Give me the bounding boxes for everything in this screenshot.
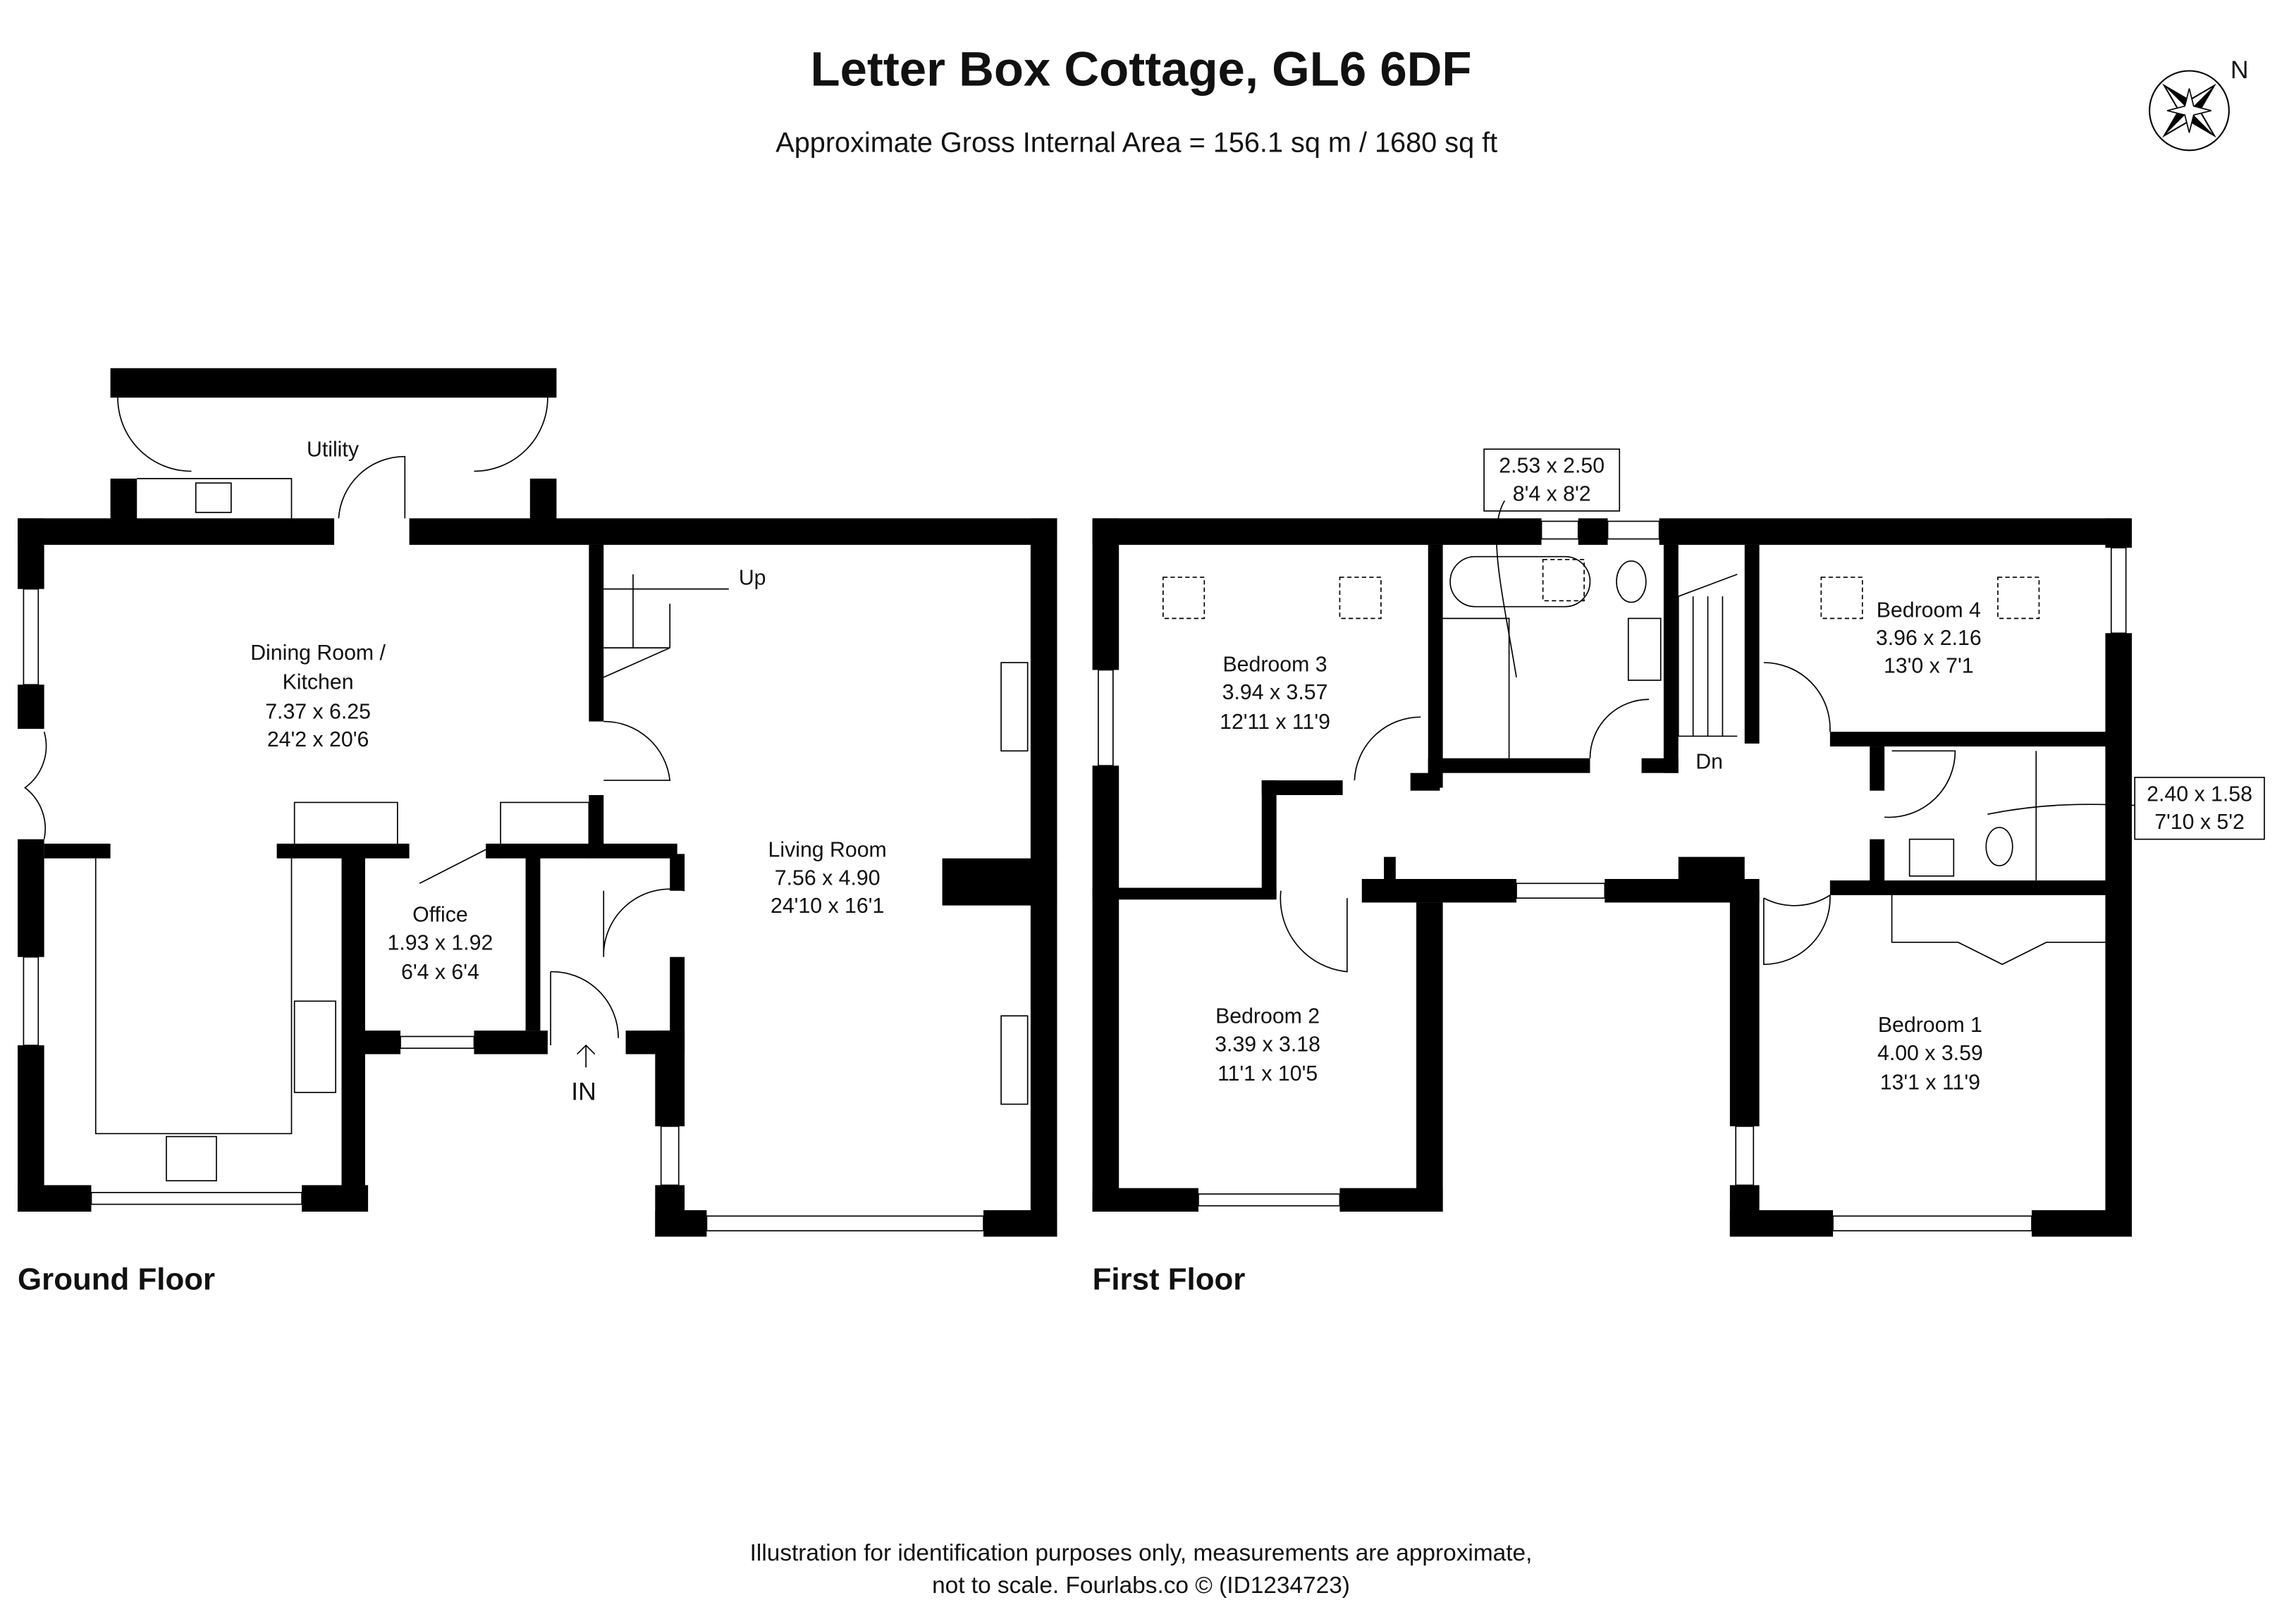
disclaimer-line-1: Illustration for identification purposes… — [750, 1540, 1533, 1566]
first-floor-fixtures — [1162, 448, 2265, 973]
bedroom3-imperial: 12'11 x 11'9 — [1220, 710, 1330, 734]
basin-icon — [1627, 617, 1662, 681]
skylight-icon — [1542, 559, 1585, 602]
utility-label: Utility — [307, 438, 360, 462]
first-floor-label: First Floor — [1093, 1262, 1246, 1297]
entrance-label: IN — [571, 1077, 596, 1105]
bathroom-imperial: 8'4 x 8'2 — [1513, 482, 1591, 505]
dining-room-imperial: 24'2 x 20'6 — [267, 728, 369, 751]
compass-icon: N — [2149, 56, 2249, 152]
ensuite-basin-icon — [1908, 838, 1955, 877]
dining-room-name-2: Kitchen — [283, 671, 354, 694]
bathroom-metric: 2.53 x 2.50 — [1499, 455, 1605, 478]
skylight-icon — [1820, 577, 1863, 620]
ensuite-toilet-icon — [1985, 827, 2013, 867]
toilet-icon — [1616, 560, 1647, 603]
ground-floor-label: Ground Floor — [18, 1262, 215, 1297]
office-metric: 1.93 x 1.92 — [388, 931, 493, 954]
bedroom4-metric: 3.96 x 2.16 — [1876, 627, 1982, 650]
living-room-name: Living Room — [768, 839, 887, 862]
page-title: Letter Box Cottage, GL6 6DF — [810, 42, 1471, 96]
bedroom1-metric: 4.00 x 3.59 — [1877, 1042, 1983, 1065]
ground-floor-walls — [18, 368, 1057, 1237]
ensuite-imperial: 7'10 x 5'2 — [2154, 811, 2245, 834]
disclaimer-line-2: not to scale. Fourlabs.co © (ID1234723) — [932, 1573, 1350, 1599]
living-room-imperial: 24'10 x 16'1 — [771, 894, 884, 918]
skylight-icon — [1997, 577, 2040, 620]
bath-icon — [1449, 555, 1591, 608]
area-subtitle: Approximate Gross Internal Area = 156.1 … — [775, 127, 1497, 158]
skylight-icon — [1339, 577, 1382, 620]
ground-floor-fixtures — [24, 398, 729, 1181]
hob-icon — [293, 1000, 336, 1093]
first-floor-walls — [1092, 518, 2132, 1237]
bedroom2-name: Bedroom 2 — [1215, 1005, 1320, 1028]
bedroom4-imperial: 13'0 x 7'1 — [1884, 655, 1974, 678]
stairs-up-label: Up — [739, 566, 766, 589]
entrance-arrow-icon — [577, 1044, 596, 1068]
office-imperial: 6'4 x 6'4 — [401, 961, 479, 984]
ensuite-metric: 2.40 x 1.58 — [2147, 782, 2252, 806]
bathroom-pointer-arrow — [1496, 500, 1517, 678]
living-room-metric: 7.56 x 4.90 — [775, 866, 881, 890]
stairs-down-label: Dn — [1695, 750, 1723, 773]
bedroom2-imperial: 11'1 x 10'5 — [1217, 1062, 1318, 1085]
utility-sink-icon — [195, 482, 232, 513]
bedroom1-name: Bedroom 1 — [1878, 1014, 1982, 1037]
bedroom1-imperial: 13'1 x 11'9 — [1880, 1071, 1980, 1095]
ensuite-pointer-arrow — [1987, 804, 2135, 815]
bedroom2-metric: 3.39 x 3.18 — [1215, 1033, 1320, 1056]
office-name: Office — [412, 904, 468, 927]
bedroom4-name: Bedroom 4 — [1877, 598, 1981, 622]
dining-room-name-1: Dining Room / — [250, 641, 386, 665]
skylight-icon — [1162, 577, 1206, 620]
bedroom3-metric: 3.94 x 3.57 — [1222, 681, 1328, 704]
compass-north-label: N — [2231, 56, 2249, 84]
dining-room-metric: 7.37 x 6.25 — [265, 700, 371, 723]
bedroom3-name: Bedroom 3 — [1223, 653, 1327, 677]
kitchen-sink-icon — [166, 1136, 217, 1181]
